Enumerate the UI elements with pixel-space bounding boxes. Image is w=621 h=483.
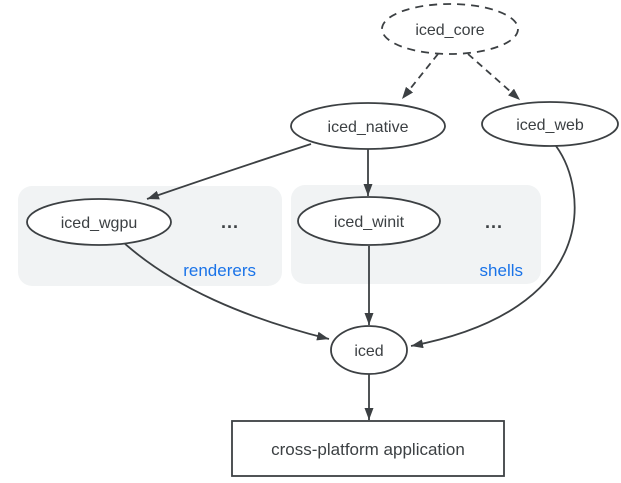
iced-winit-label: iced_winit [334, 214, 405, 231]
iced-core-ellipse [381, 3, 519, 55]
iced-ellipse [330, 325, 408, 375]
shells-group-label: shells [480, 261, 523, 280]
iced-wgpu-ellipse [26, 198, 172, 246]
iced-web-ellipse [481, 101, 619, 147]
iced-web-label: iced_web [516, 117, 584, 134]
iced-label: iced [354, 343, 383, 360]
iced-winit-ellipse [297, 196, 441, 246]
application-label: cross-platform application [271, 440, 465, 459]
iced-native-ellipse [290, 102, 446, 150]
application-rect [231, 420, 505, 477]
edge-core-to-native [401, 53, 439, 100]
node-iced-web: iced_web [481, 101, 619, 147]
iced-native-label: iced_native [328, 119, 409, 136]
shells-ellipsis: ... [485, 212, 503, 232]
node-iced-winit: iced_winit [297, 196, 441, 246]
renderers-ellipsis: ... [221, 212, 239, 232]
iced-wgpu-label: iced_wgpu [61, 215, 138, 232]
renderers-group-label: renderers [183, 261, 256, 280]
edge-native-to-wgpu [146, 143, 312, 200]
node-iced-core: iced_core [381, 3, 519, 55]
node-iced-native: iced_native [290, 102, 446, 150]
edge-wgpu-to-iced [123, 242, 330, 341]
node-iced: iced [330, 325, 408, 375]
node-application: cross-platform application [231, 420, 505, 477]
edge-web-to-iced [410, 145, 576, 349]
iced-core-label: iced_core [415, 22, 484, 39]
node-iced-wgpu: iced_wgpu [26, 198, 172, 246]
